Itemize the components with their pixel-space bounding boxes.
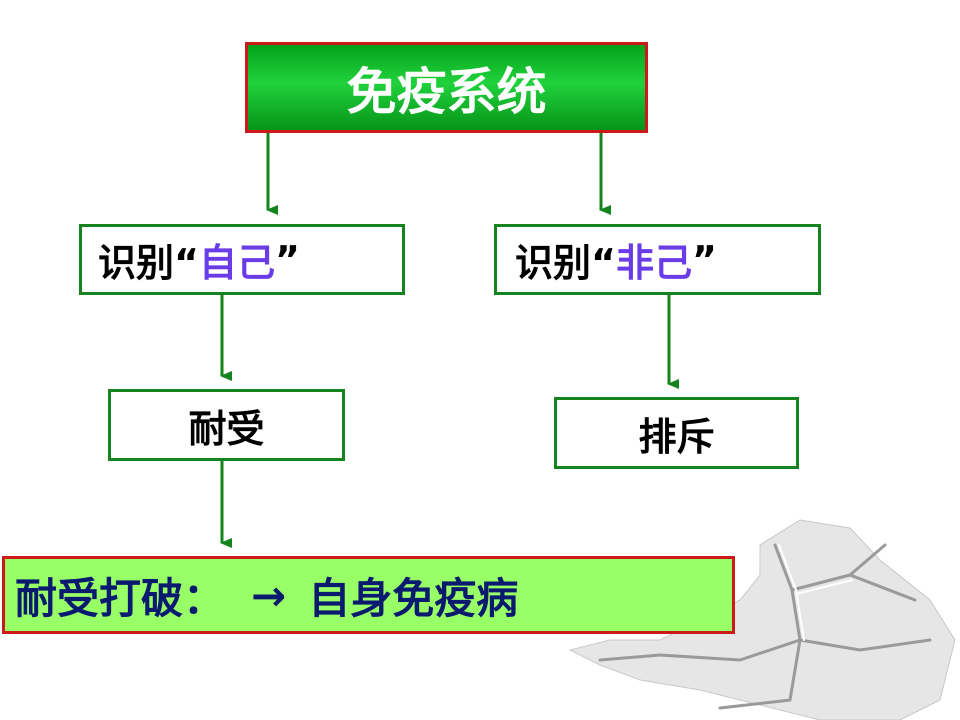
recognize-nonself-suffix: ” <box>692 237 717 282</box>
tolerance-broken-cause: 耐受打破： <box>15 573 226 623</box>
recognize-nonself-box: 识别“非己” <box>494 224 821 295</box>
rejection-label: 排斥 <box>638 414 715 459</box>
recognize-nonself-prefix: 识别“ <box>515 241 616 285</box>
tolerance-label: 耐受 <box>188 406 265 451</box>
rejection-box: 排斥 <box>554 397 799 469</box>
immune-system-title-box: 免疫系统 <box>245 42 648 133</box>
right-arrow-icon: → <box>251 570 287 620</box>
autoimmune-disease-label: 自身免疫病 <box>308 573 519 623</box>
recognize-self-suffix: ” <box>275 237 300 282</box>
immune-system-title: 免疫系统 <box>346 62 547 121</box>
recognize-nonself-highlight: 非己 <box>615 241 692 285</box>
recognize-self-prefix: 识别“ <box>98 241 199 285</box>
recognize-self-box: 识别“自己” <box>79 224 405 295</box>
tolerance-broken-box: 耐受打破： → 自身免疫病 <box>2 556 735 634</box>
tolerance-box: 耐受 <box>108 389 345 461</box>
recognize-self-highlight: 自己 <box>198 241 275 285</box>
